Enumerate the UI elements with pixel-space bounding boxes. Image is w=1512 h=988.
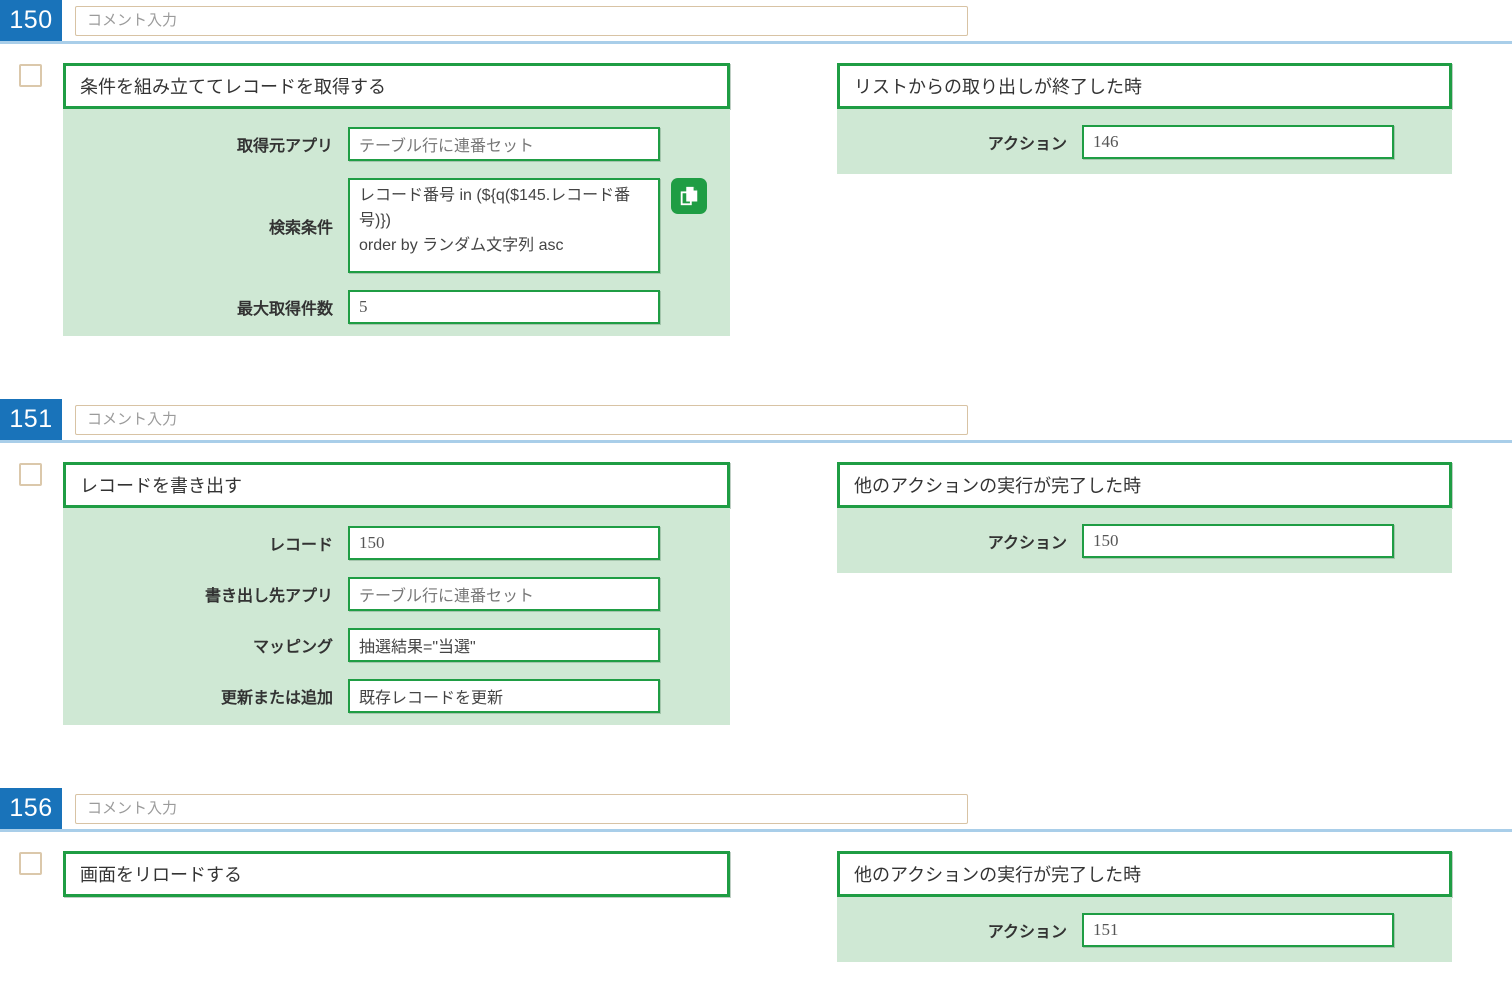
action-number-badge: 151 [0,399,62,440]
action-config-panel: 条件を組み立ててレコードを取得する 取得元アプリ テーブル行に連番セット 検索条… [63,63,730,336]
source-app-field[interactable]: テーブル行に連番セット [348,127,660,161]
action-title-box[interactable]: レコードを書き出す [63,462,730,508]
section-header: 156 [0,788,1512,832]
field-row: 検索条件 レコード番号 in (${q($145.レコード番号)}) order… [63,178,730,273]
field-row: アクション 146 [837,125,1452,159]
field-label: 最大取得件数 [236,301,333,318]
copy-icon [680,186,698,206]
action-section-151: 151 レコードを書き出す レコード 150 書き出し先アプリ テーブル行に連番… [0,399,1512,725]
field-label: 検索条件 [268,219,333,237]
max-count-field[interactable]: 5 [348,290,660,324]
field-row: アクション 151 [837,913,1452,947]
comment-input[interactable] [75,793,968,824]
field-label: レコード [268,537,333,554]
field-row: アクション 150 [837,524,1452,558]
action-section-150: 150 条件を組み立ててレコードを取得する 取得元アプリ テーブル行に連番セット… [0,0,1512,336]
trigger-fields: アクション 150 [837,508,1452,573]
select-action-checkbox[interactable] [19,852,42,875]
action-section-156: 156 画面をリロードする 他のアクションの実行が完了した時 アクション 151 [0,788,1512,962]
section-header: 150 [0,0,1512,44]
field-row: 取得元アプリ テーブル行に連番セット [63,127,730,161]
action-fields: レコード 150 書き出し先アプリ テーブル行に連番セット マッピング 抽選結果… [63,508,730,725]
field-label: アクション [987,535,1067,552]
section-body: レコードを書き出す レコード 150 書き出し先アプリ テーブル行に連番セット … [0,443,1512,725]
trigger-action-ref-field[interactable]: 150 [1082,524,1394,558]
trigger-panel: 他のアクションの実行が完了した時 アクション 150 [837,462,1452,573]
target-app-field[interactable]: テーブル行に連番セット [348,577,660,611]
action-title-box[interactable]: 画面をリロードする [63,851,730,897]
select-action-checkbox[interactable] [19,64,42,87]
section-body: 条件を組み立ててレコードを取得する 取得元アプリ テーブル行に連番セット 検索条… [0,44,1512,336]
action-config-panel: レコードを書き出す レコード 150 書き出し先アプリ テーブル行に連番セット … [63,462,730,725]
field-row: 更新または追加 既存レコードを更新 [63,679,730,713]
trigger-panel: リストからの取り出しが終了した時 アクション 146 [837,63,1452,174]
trigger-action-ref-field[interactable]: 146 [1082,125,1394,159]
update-or-add-field[interactable]: 既存レコードを更新 [348,679,660,713]
select-action-checkbox[interactable] [19,463,42,486]
trigger-fields: アクション 146 [837,109,1452,174]
field-row: 書き出し先アプリ テーブル行に連番セット [63,577,730,611]
field-label: アクション [987,136,1067,153]
field-label: アクション [987,924,1067,941]
action-fields: 取得元アプリ テーブル行に連番セット 検索条件 レコード番号 in (${q($… [63,109,730,336]
comment-input[interactable] [75,404,968,435]
copy-button[interactable] [671,178,707,214]
comment-input[interactable] [75,5,968,36]
field-label: 書き出し先アプリ [204,588,333,605]
field-label: 取得元アプリ [236,138,333,155]
action-title-box[interactable]: 条件を組み立ててレコードを取得する [63,63,730,109]
field-label: マッピング [252,639,333,656]
trigger-fields: アクション 151 [837,897,1452,962]
field-label: 更新または追加 [220,690,333,707]
field-row: 最大取得件数 5 [63,290,730,324]
action-number-badge: 150 [0,0,62,41]
field-row: マッピング 抽選結果="当選" [63,628,730,662]
action-number-badge: 156 [0,788,62,829]
mapping-field[interactable]: 抽選結果="当選" [348,628,660,662]
record-field[interactable]: 150 [348,526,660,560]
trigger-panel: 他のアクションの実行が完了した時 アクション 151 [837,851,1452,962]
section-header: 151 [0,399,1512,443]
action-config-panel: 画面をリロードする [63,851,730,897]
field-row: レコード 150 [63,526,730,560]
trigger-title-box[interactable]: リストからの取り出しが終了した時 [837,63,1452,109]
section-body: 画面をリロードする 他のアクションの実行が完了した時 アクション 151 [0,832,1512,962]
query-condition-field[interactable]: レコード番号 in (${q($145.レコード番号)}) order by ラ… [348,178,660,273]
trigger-title-box[interactable]: 他のアクションの実行が完了した時 [837,851,1452,897]
trigger-action-ref-field[interactable]: 151 [1082,913,1394,947]
trigger-title-box[interactable]: 他のアクションの実行が完了した時 [837,462,1452,508]
